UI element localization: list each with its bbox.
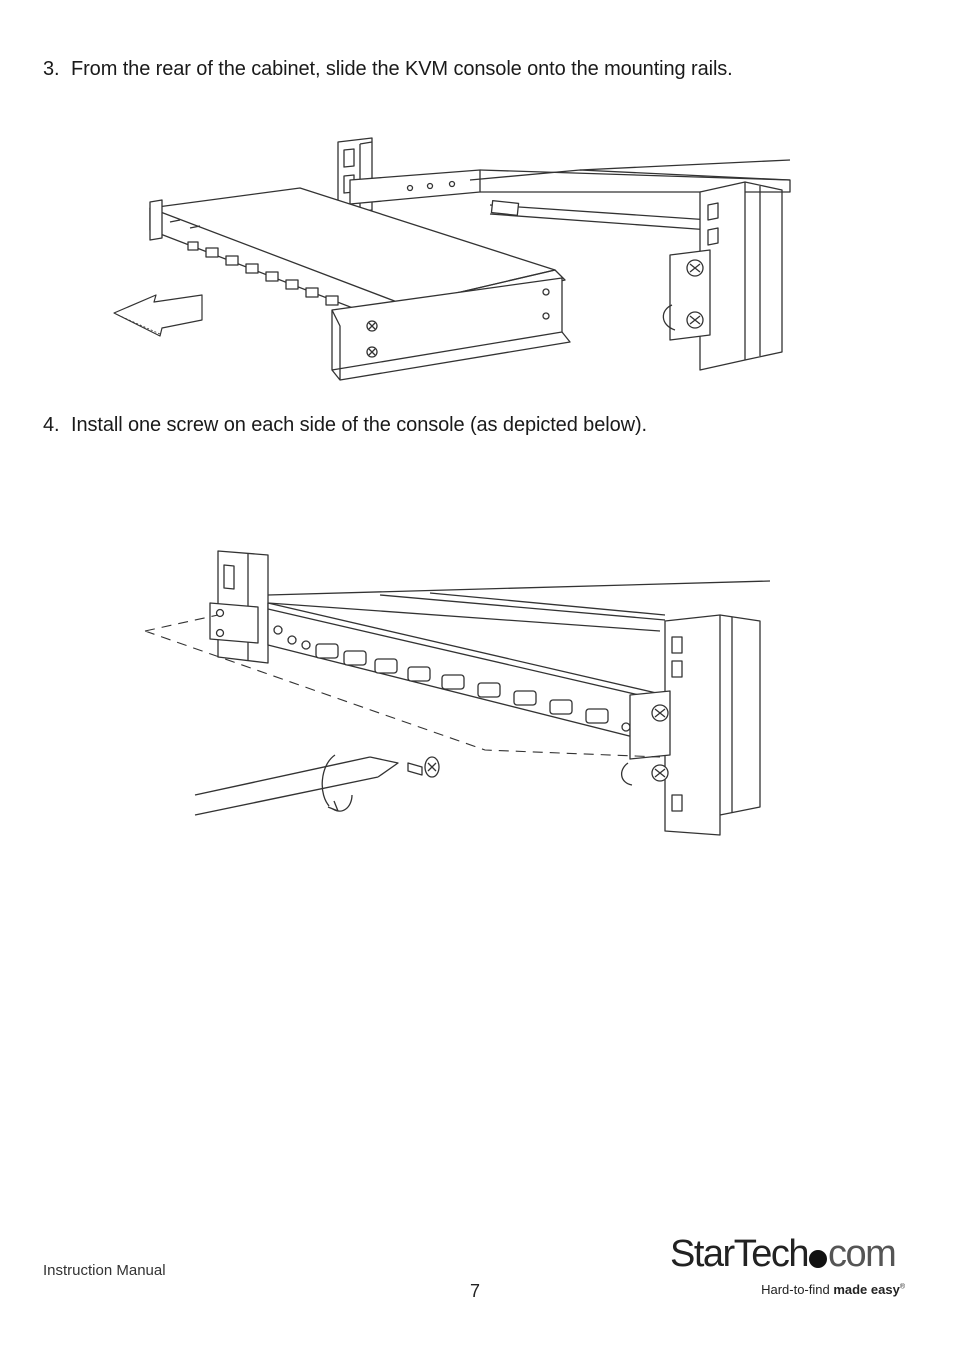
- step-number: 4.: [43, 414, 60, 436]
- screw-install-illustration: [140, 545, 780, 840]
- logo-name-part2: com: [827, 1233, 897, 1275]
- logo-dot-icon: [808, 1250, 827, 1268]
- tagline-bold: made easy: [833, 1282, 900, 1297]
- step-3-instruction: 3. From the rear of the cabinet, slide th…: [43, 57, 733, 81]
- footer-document-title: Instruction Manual: [43, 1262, 166, 1279]
- logo-wordmark: StarTech com: [670, 1232, 897, 1276]
- step-text: Install one screw on each side of the co…: [71, 414, 647, 436]
- rack-slide-illustration: [110, 130, 800, 390]
- tagline-plain: Hard-to-find: [761, 1282, 834, 1297]
- logo-name-part1: StarTech: [670, 1233, 809, 1275]
- trademark-symbol: ®: [899, 1283, 905, 1291]
- logo-tagline: Hard-to-find made easy®: [761, 1282, 905, 1297]
- step-4-instruction: 4. Install one screw on each side of the …: [43, 413, 647, 437]
- startech-logo: StarTech com Hard-to-find made easy®: [670, 1232, 915, 1302]
- page-number: 7: [470, 1281, 481, 1301]
- step-text: From the rear of the cabinet, slide the …: [71, 58, 733, 80]
- step-number: 3.: [43, 58, 60, 80]
